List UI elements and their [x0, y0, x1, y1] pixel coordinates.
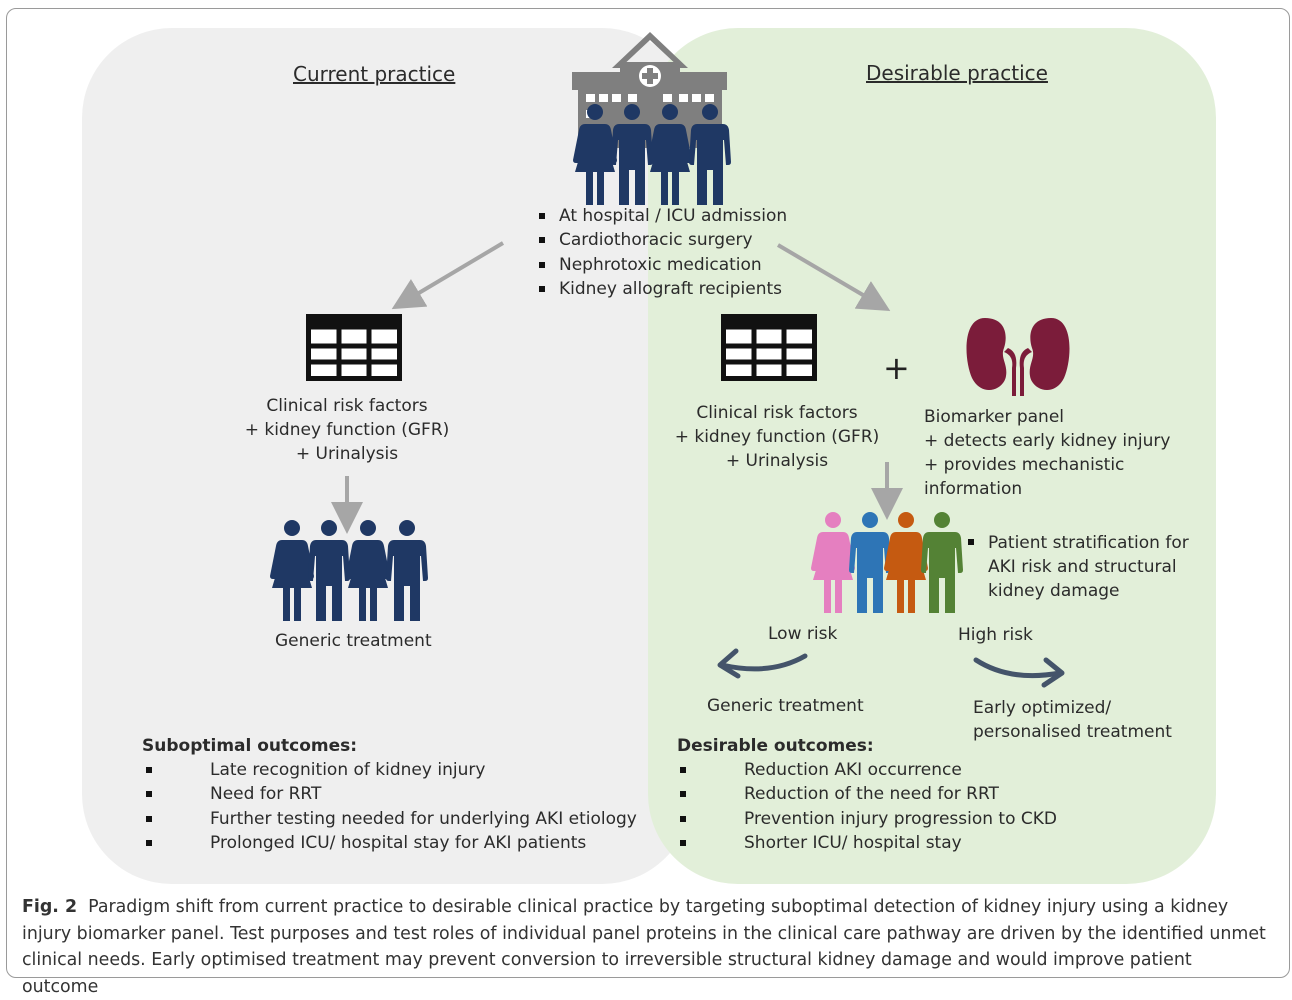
- current-treatment-label: Generic treatment: [275, 631, 432, 651]
- biomarker-line: + provides mechanistic: [924, 455, 1125, 475]
- suboptimal-outcomes-title: Suboptimal outcomes:: [142, 736, 358, 756]
- trigger-item: Kidney allograft recipients: [539, 277, 787, 301]
- plus-sign: +: [883, 349, 910, 387]
- desirable-risk-factors: Clinical risk factors + kidney function …: [667, 401, 887, 473]
- risk-line: Clinical risk factors: [696, 403, 858, 423]
- low-risk-arrow: [717, 648, 808, 679]
- trigger-list: At hospital / ICU admission Cardiothorac…: [539, 204, 787, 301]
- biomarker-line: Biomarker panel: [924, 407, 1065, 427]
- arrow-to-desirable: [776, 243, 891, 312]
- stratification-line: Patient stratification for: [988, 533, 1189, 553]
- desirable-outcomes-list: Reduction AKI occurrence Reduction of th…: [678, 758, 1057, 855]
- high-risk-arrow: [973, 657, 1065, 688]
- biomarker-line: information: [924, 479, 1023, 499]
- current-people-icon: [270, 520, 428, 621]
- caption-text: Paradigm shift from current practice to …: [22, 897, 1266, 997]
- trigger-item: Nephrotoxic medication: [539, 253, 787, 277]
- outcome-item: Prolonged ICU/ hospital stay for AKI pat…: [144, 831, 637, 855]
- desirable-table-icon: [724, 317, 815, 379]
- figure-caption: Fig. 2 Paradigm shift from current pract…: [22, 894, 1272, 1000]
- outcome-item: Prevention injury progression to CKD: [678, 807, 1057, 831]
- outcome-item: Shorter ICU/ hospital stay: [678, 831, 1057, 855]
- outcome-item: Late recognition of kidney injury: [144, 758, 637, 782]
- stratification-text: Patient stratification for AKI risk and …: [988, 531, 1189, 603]
- current-table-icon: [309, 317, 400, 379]
- high-risk-treatment: Early optimized/ personalised treatment: [973, 696, 1172, 744]
- figure-frame: [6, 8, 1290, 978]
- biomarker-panel-text: Biomarker panel + detects early kidney i…: [924, 405, 1170, 501]
- biomarker-line: + detects early kidney injury: [924, 431, 1171, 451]
- trigger-item: Cardiothoracic surgery: [539, 228, 787, 252]
- current-practice-heading: Current practice: [293, 62, 456, 86]
- current-risk-factors: Clinical risk factors + kidney function …: [237, 394, 457, 466]
- stratified-people-icon: [811, 512, 963, 613]
- desirable-outcomes-title: Desirable outcomes:: [677, 736, 874, 756]
- risk-line: + kidney function (GFR): [674, 427, 880, 447]
- risk-line: + kidney function (GFR): [244, 420, 450, 440]
- desirable-practice-heading: Desirable practice: [866, 61, 1048, 85]
- low-risk-label: Low risk: [768, 624, 838, 644]
- kidney-icon: [966, 318, 1070, 396]
- treatment-line: Early optimized/: [973, 698, 1112, 718]
- suboptimal-outcomes-list: Late recognition of kidney injury Need f…: [144, 758, 637, 855]
- high-risk-label: High risk: [958, 625, 1033, 645]
- outcome-item: Need for RRT: [144, 782, 637, 806]
- stratification-line: AKI risk and structural: [988, 557, 1177, 577]
- stratification-bullet: [968, 539, 974, 545]
- risk-line: + Urinalysis: [725, 451, 829, 471]
- trigger-item: At hospital / ICU admission: [539, 204, 787, 228]
- low-risk-treatment: Generic treatment: [707, 696, 864, 716]
- outcome-item: Reduction of the need for RRT: [678, 782, 1057, 806]
- outcome-item: Further testing needed for underlying AK…: [144, 807, 637, 831]
- figure-label: Fig. 2: [22, 897, 78, 917]
- outcome-item: Reduction AKI occurrence: [678, 758, 1057, 782]
- treatment-line: personalised treatment: [973, 722, 1172, 742]
- desirable-practice-panel: [648, 28, 1216, 884]
- arrow-to-current: [391, 241, 505, 310]
- stratification-line: kidney damage: [988, 581, 1120, 601]
- risk-line: Clinical risk factors: [266, 396, 428, 416]
- risk-line: + Urinalysis: [295, 444, 399, 464]
